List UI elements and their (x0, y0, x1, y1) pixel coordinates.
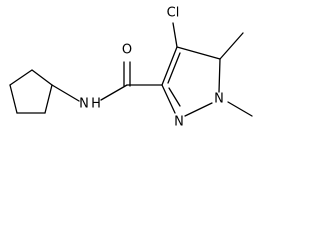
bond-n2-c3 (161, 84, 176, 114)
bond-c5-methyl (219, 32, 244, 60)
atom-amide-nitrogen: N (79, 97, 89, 112)
bond-cp-nh (51, 84, 80, 102)
molecule-structure: Cl O N H N N (9, 6, 253, 130)
atom-chlorine: Cl (167, 6, 180, 21)
bond-c5-n1 (218, 58, 221, 93)
bond-n2-c3-inner (168, 87, 181, 107)
atom-ring-nitrogen-1: N (214, 92, 224, 107)
atom-ring-nitrogen-2: N (174, 115, 184, 130)
bond-n1-n2 (184, 102, 213, 117)
bond-c4-cl (172, 22, 178, 48)
cyclopentyl-ring (9, 69, 53, 114)
bond-cp2-cp3 (44, 84, 53, 114)
bond-c3-c4 (161, 46, 178, 86)
pyrazole-ring (161, 46, 221, 117)
bond-cp5-cp1 (9, 69, 33, 86)
atom-amide-hydrogen: H (91, 97, 101, 112)
bond-cp4-cp5 (9, 84, 18, 114)
bond-n1-methyl (227, 101, 253, 117)
bond-nh-carbonyl (100, 84, 128, 101)
bond-c3-c4-inner (167, 52, 181, 84)
bond-cp1-cp2 (31, 69, 53, 86)
atom-oxygen: O (122, 43, 132, 58)
bond-c4-c5 (176, 46, 221, 60)
